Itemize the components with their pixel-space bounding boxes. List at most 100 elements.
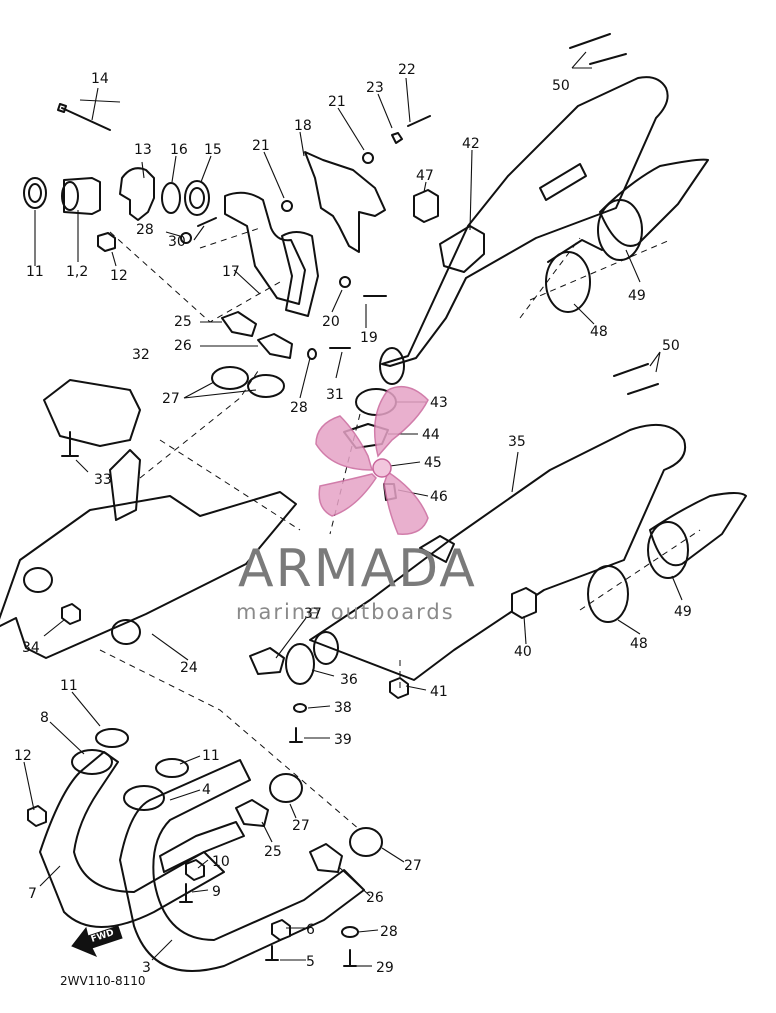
callout-18: 18	[294, 118, 312, 134]
callout-19: 19	[360, 330, 378, 346]
part-pipe-3	[119, 759, 365, 972]
callout-49: 49	[628, 288, 646, 304]
propeller-logo-icon	[315, 385, 429, 535]
callout-44: 44	[422, 427, 440, 443]
callout-37: 37	[304, 606, 322, 622]
callout-24: 24	[180, 660, 198, 676]
part-gasket-11	[23, 177, 47, 209]
callout-30: 30	[168, 234, 186, 250]
callout-15: 15	[204, 142, 222, 158]
part-washer-21	[281, 200, 293, 212]
callout-17: 17	[222, 264, 240, 280]
part-ring-16	[161, 182, 181, 214]
part-nut-41	[389, 677, 409, 699]
part-clamp-13	[119, 167, 155, 221]
part-gasket-15	[184, 180, 210, 216]
part-clamp-26	[257, 333, 293, 359]
part-springs-50b	[613, 363, 659, 395]
callout-34: 34	[22, 640, 40, 656]
part-pipe-17	[224, 191, 306, 305]
part-clamp-25b	[235, 799, 269, 827]
callout-48b: 48	[630, 636, 648, 652]
part-springs-50a	[569, 33, 627, 65]
callout-12: 12	[110, 268, 128, 284]
part-bolt-29	[343, 949, 357, 967]
callout-9: 9	[212, 884, 221, 900]
callout-12b: 12	[14, 748, 32, 764]
part-bolt-14	[57, 103, 111, 131]
callout-28b: 28	[290, 400, 308, 416]
part-pipe-4	[159, 821, 245, 873]
callout-22: 22	[398, 62, 416, 78]
part-washer-28c	[341, 926, 359, 938]
part-bolt-5	[265, 945, 279, 961]
callout-11b: 11	[60, 678, 78, 694]
callout-40: 40	[514, 644, 532, 660]
callout-27b: 27	[292, 818, 310, 834]
part-nut-12b	[27, 805, 47, 827]
part-bolt-30	[197, 217, 217, 227]
callout-36: 36	[340, 672, 358, 688]
part-ring-36	[285, 643, 315, 685]
callout-10: 10	[212, 854, 230, 870]
part-collar-47	[413, 189, 439, 223]
part-nut-12	[97, 232, 116, 252]
callout-25: 25	[174, 314, 192, 330]
part-ring-27d	[349, 827, 383, 857]
part-tip-49a	[599, 158, 709, 247]
callout-38: 38	[334, 700, 352, 716]
callout-49b: 49	[674, 604, 692, 620]
part-pipe-7	[39, 751, 225, 928]
callout-33: 33	[94, 472, 112, 488]
callout-11: 11	[26, 264, 44, 280]
armada-watermark: ARMADA marine outboards	[236, 385, 475, 624]
callout-23: 23	[366, 80, 384, 96]
callout-48: 48	[590, 324, 608, 340]
part-cover-32	[43, 379, 141, 447]
watermark-subtitle: marine outboards	[236, 600, 455, 624]
part-bolt-22	[391, 115, 431, 144]
part-bracket-42	[439, 225, 485, 273]
callout-29: 29	[376, 960, 394, 976]
part-washer-28b	[307, 348, 317, 360]
callout-5: 5	[306, 954, 315, 970]
callout-31: 31	[326, 387, 344, 403]
callout-41: 41	[430, 684, 448, 700]
callout-16: 16	[170, 142, 188, 158]
part-shapes: FWD	[0, 33, 747, 972]
part-cover-48b	[587, 565, 629, 623]
part-collector-24	[0, 491, 297, 659]
callout-26: 26	[174, 338, 192, 354]
callout-47: 47	[416, 168, 434, 184]
callout-21: 21	[328, 94, 346, 110]
part-ring-27c	[269, 773, 303, 803]
callout-28c: 28	[380, 924, 398, 940]
part-nut-10	[185, 859, 205, 881]
part-washer-21b	[362, 152, 374, 164]
diagram-code: 2WV110-8110	[60, 974, 145, 988]
callout-27c: 27	[404, 858, 422, 874]
part-gasket-11b	[155, 758, 189, 778]
part-bolt-33	[61, 431, 79, 457]
assembly-lines	[99, 227, 701, 831]
callout-50: 50	[552, 78, 570, 94]
callout-50b: 50	[662, 338, 680, 354]
callout-14: 14	[91, 71, 109, 87]
callout-labels: 14 13 16 15 11 1,2 12 22 23 21 18 21 30 …	[14, 62, 692, 988]
callout-43: 43	[430, 395, 448, 411]
callout-1-2: 1,2	[66, 264, 88, 280]
callout-39: 39	[334, 732, 352, 748]
callout-35: 35	[508, 434, 526, 450]
callout-21b: 21	[252, 138, 270, 154]
callout-8: 8	[40, 710, 49, 726]
part-ring-27b	[247, 374, 285, 398]
callout-4: 4	[202, 782, 211, 798]
callout-28: 28	[136, 222, 154, 238]
callout-3: 3	[142, 960, 151, 976]
part-clamp-26b	[309, 843, 343, 873]
callout-7: 7	[28, 886, 37, 902]
callout-46: 46	[430, 489, 448, 505]
part-muffler-35	[309, 423, 686, 681]
callout-13: 13	[134, 142, 152, 158]
